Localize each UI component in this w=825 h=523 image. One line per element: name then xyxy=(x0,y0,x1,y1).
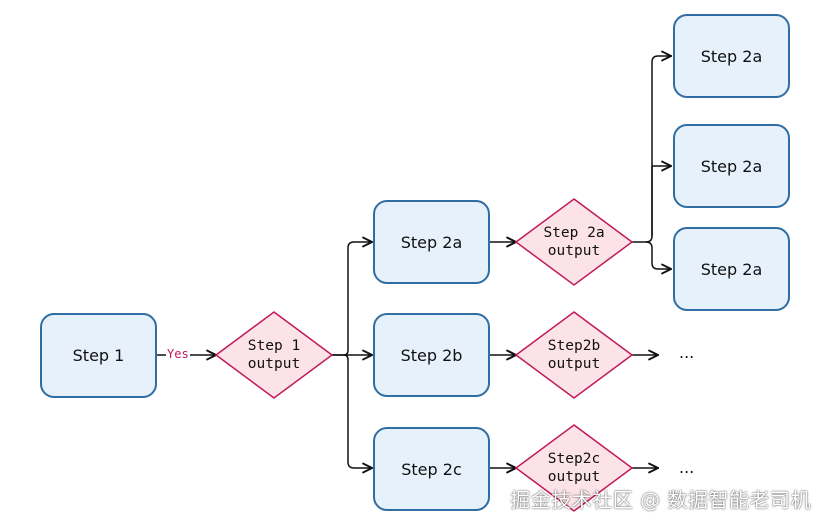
node-step1[interactable]: Step 1 xyxy=(40,313,157,398)
ellipsis-after-d2c: ... xyxy=(679,458,695,477)
edge-d1-to-step2c xyxy=(343,354,372,468)
node-leaf-bot[interactable]: Step 2a xyxy=(673,227,790,311)
decision-d1-shape xyxy=(214,311,334,399)
node-leaf-top[interactable]: Step 2a xyxy=(673,14,790,98)
edge-d1-to-step2a xyxy=(332,242,372,356)
node-step2a[interactable]: Step 2a xyxy=(373,200,490,284)
node-step2b[interactable]: Step 2b xyxy=(373,313,490,397)
watermark-text: 掘金技术社区 @ 数据智能老司机 xyxy=(510,488,811,512)
ellipsis-after-d2b: ... xyxy=(679,343,695,362)
edge-d2a-to-leaf-bot xyxy=(645,241,671,269)
node-step2c[interactable]: Step 2c xyxy=(373,427,490,511)
edge-label-yes: Yes xyxy=(166,347,190,361)
node-leaf-mid[interactable]: Step 2a xyxy=(673,124,790,208)
decision-d2a-shape xyxy=(514,198,634,286)
edge-d2a-to-leaf-mid xyxy=(651,166,671,236)
decision-d2c-shape xyxy=(514,424,634,512)
decision-d2b-shape xyxy=(514,311,634,399)
